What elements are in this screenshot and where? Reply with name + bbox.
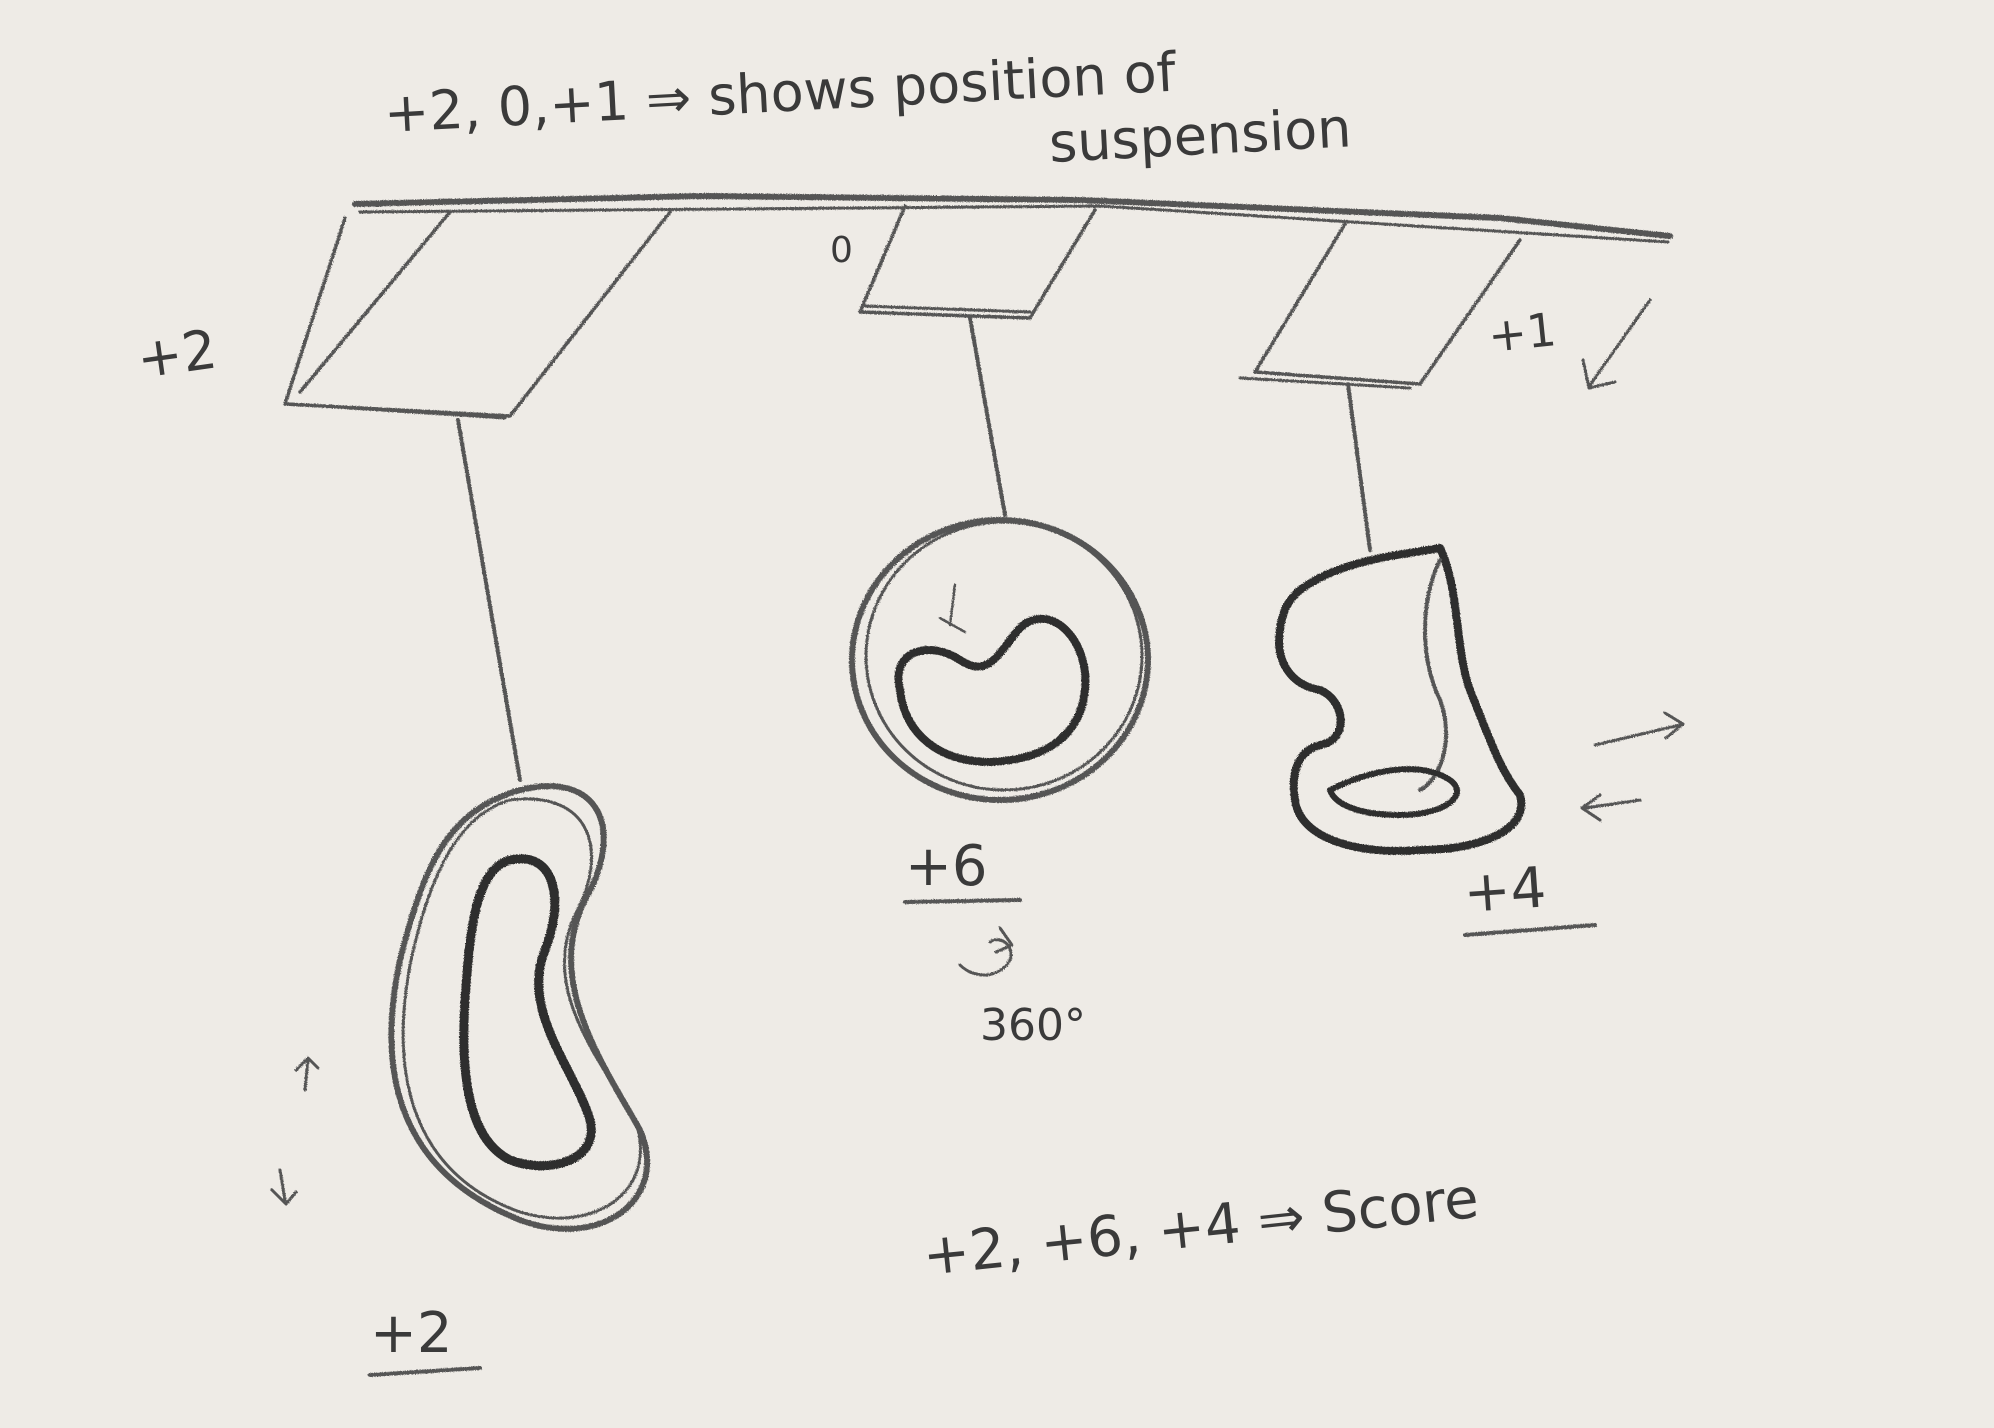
score-underline-right — [1463, 923, 1597, 937]
suspension-label-middle: 0 — [830, 230, 853, 271]
header-note-line2: suspension — [1047, 96, 1353, 175]
score-label-middle: +6 — [905, 834, 988, 899]
left-suspension-plate — [283, 210, 672, 420]
rotation-arrow — [958, 926, 1014, 977]
left-right-arrows — [1580, 711, 1685, 822]
score-label-left: +2 — [370, 1301, 453, 1366]
rotation-label: 360° — [980, 1000, 1086, 1051]
left-string — [456, 418, 522, 782]
suspension-label-right: +1 — [1486, 302, 1559, 363]
score-label-right: +4 — [1461, 855, 1548, 926]
footer-note: +2, +6, +4 ⇒ Score — [920, 1166, 1482, 1289]
score-underline-left — [368, 1366, 482, 1377]
right-suspension-plate — [1238, 222, 1522, 390]
ceiling-bar — [352, 193, 1673, 239]
right-string — [1346, 382, 1372, 552]
score-underline-middle — [903, 898, 1022, 904]
middle-string — [968, 316, 1007, 517]
up-down-arrows — [270, 1056, 320, 1206]
suspension-label-left: +2 — [133, 317, 221, 390]
middle-ring-object — [849, 517, 1151, 803]
left-bean-object — [388, 783, 650, 1232]
tilt-arrow — [1581, 298, 1652, 390]
right-hook-object — [1275, 544, 1526, 855]
middle-suspension-plate — [858, 204, 1097, 320]
